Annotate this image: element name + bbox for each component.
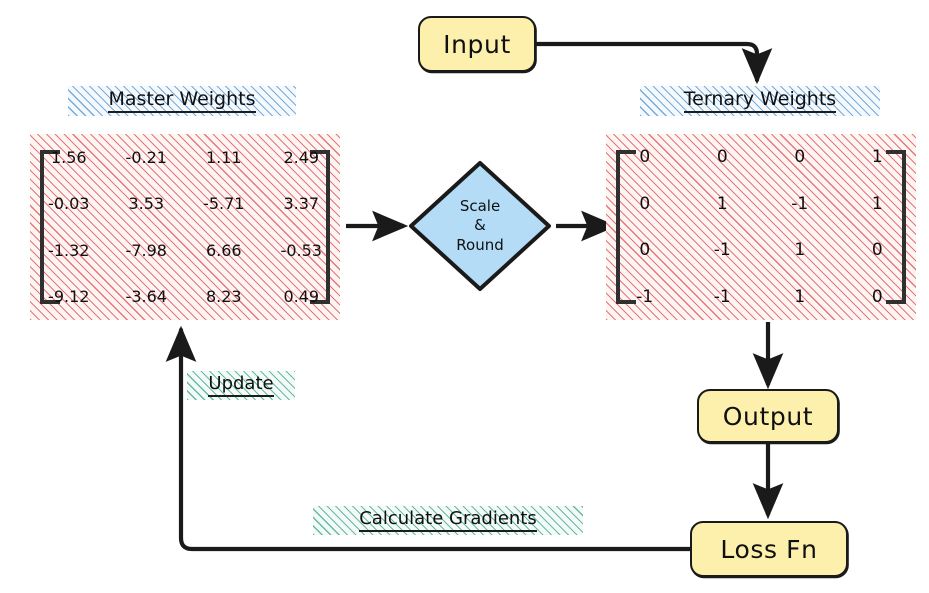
node-input-label: Input — [443, 29, 511, 59]
edge-label-update-text: Update — [208, 373, 274, 398]
matrix-cell: 0 — [639, 147, 651, 168]
matrix-row: -0.03 3.53 -5.71 3.37 — [30, 181, 340, 228]
master-weights-title-text: Master Weights — [108, 88, 256, 114]
node-output[interactable]: Output — [697, 389, 839, 443]
matrix-cell: 1.11 — [205, 147, 242, 167]
master-weights-matrix: 1.56 -0.21 1.11 2.49 -0.03 3.53 -5.71 3.… — [30, 134, 340, 320]
matrix-cell: 0 — [871, 286, 883, 307]
matrix-cell: 0 — [639, 193, 651, 214]
master-matrix-right-bracket — [310, 150, 330, 304]
matrix-cell: 8.23 — [205, 287, 242, 307]
ternary-matrix-hatch-background — [606, 134, 916, 320]
node-input[interactable]: Input — [418, 16, 536, 72]
matrix-cell: 0 — [794, 147, 806, 168]
matrix-cell: -9.12 — [48, 287, 90, 307]
matrix-cell: 3.37 — [283, 194, 320, 214]
matrix-row: 1.56 -0.21 1.11 2.49 — [30, 134, 340, 181]
edge-label-update: Update — [187, 371, 295, 400]
edge-label-calculate-gradients-text: Calculate Gradients — [359, 508, 537, 533]
matrix-row: -1 -1 1 0 — [606, 274, 916, 321]
master-weights-title: Master Weights — [68, 86, 296, 116]
ternary-matrix-left-bracket — [616, 150, 636, 304]
matrix-cell: -0.53 — [280, 240, 322, 260]
matrix-cell: 1 — [871, 193, 883, 214]
matrix-cell: 1 — [794, 240, 806, 261]
ternary-matrix-right-bracket — [886, 150, 906, 304]
matrix-cell: -0.21 — [125, 147, 167, 167]
matrix-cell: -1 — [791, 193, 809, 214]
matrix-cell: -1 — [713, 286, 731, 307]
matrix-cell: 1 — [871, 147, 883, 168]
matrix-cell: 1 — [716, 193, 728, 214]
matrix-cell: 0 — [871, 240, 883, 261]
master-matrix-hatch-background — [30, 134, 340, 320]
matrix-cell: -5.71 — [203, 194, 245, 214]
node-loss-fn[interactable]: Loss Fn — [690, 521, 848, 577]
matrix-cell: -1 — [713, 240, 731, 261]
matrix-cell: 1 — [794, 286, 806, 307]
matrix-row: 0 0 0 1 — [606, 134, 916, 181]
ternary-weights-matrix: 0 0 0 1 0 1 -1 1 0 -1 1 0 — [606, 134, 916, 320]
master-matrix-left-bracket — [40, 150, 60, 304]
node-output-label: Output — [722, 401, 814, 431]
matrix-cell: -1.32 — [48, 240, 90, 260]
matrix-row: 0 -1 1 0 — [606, 227, 916, 274]
edge-label-calculate-gradients: Calculate Gradients — [313, 506, 583, 535]
matrix-row: 0 1 -1 1 — [606, 181, 916, 228]
ternary-matrix-table: 0 0 0 1 0 1 -1 1 0 -1 1 0 — [606, 134, 916, 320]
diamond-shape — [409, 161, 551, 291]
matrix-cell: 3.53 — [128, 194, 165, 214]
matrix-cell: -7.98 — [125, 240, 167, 260]
matrix-cell: 6.66 — [205, 240, 242, 260]
matrix-cell: -1 — [636, 286, 654, 307]
matrix-cell: -3.64 — [125, 287, 167, 307]
matrix-cell: 0 — [639, 240, 651, 261]
matrix-cell: 0 — [716, 147, 728, 168]
matrix-cell: -0.03 — [48, 194, 90, 214]
matrix-row: -9.12 -3.64 8.23 0.49 — [30, 274, 340, 321]
edge-input-to-ternary — [534, 41, 773, 85]
matrix-row: -1.32 -7.98 6.66 -0.53 — [30, 227, 340, 274]
ternary-weights-title-text: Ternary Weights — [683, 88, 837, 114]
edge-loss-to-master-feedback — [165, 325, 693, 552]
node-loss-fn-label: Loss Fn — [720, 534, 818, 564]
matrix-cell: 0.49 — [283, 287, 320, 307]
ternary-weights-title: Ternary Weights — [640, 86, 880, 116]
master-matrix-table: 1.56 -0.21 1.11 2.49 -0.03 3.53 -5.71 3.… — [30, 134, 340, 320]
matrix-cell: 2.49 — [283, 147, 320, 167]
matrix-cell: 1.56 — [50, 147, 87, 167]
node-scale-and-round[interactable]: Scale & Round — [406, 158, 554, 294]
